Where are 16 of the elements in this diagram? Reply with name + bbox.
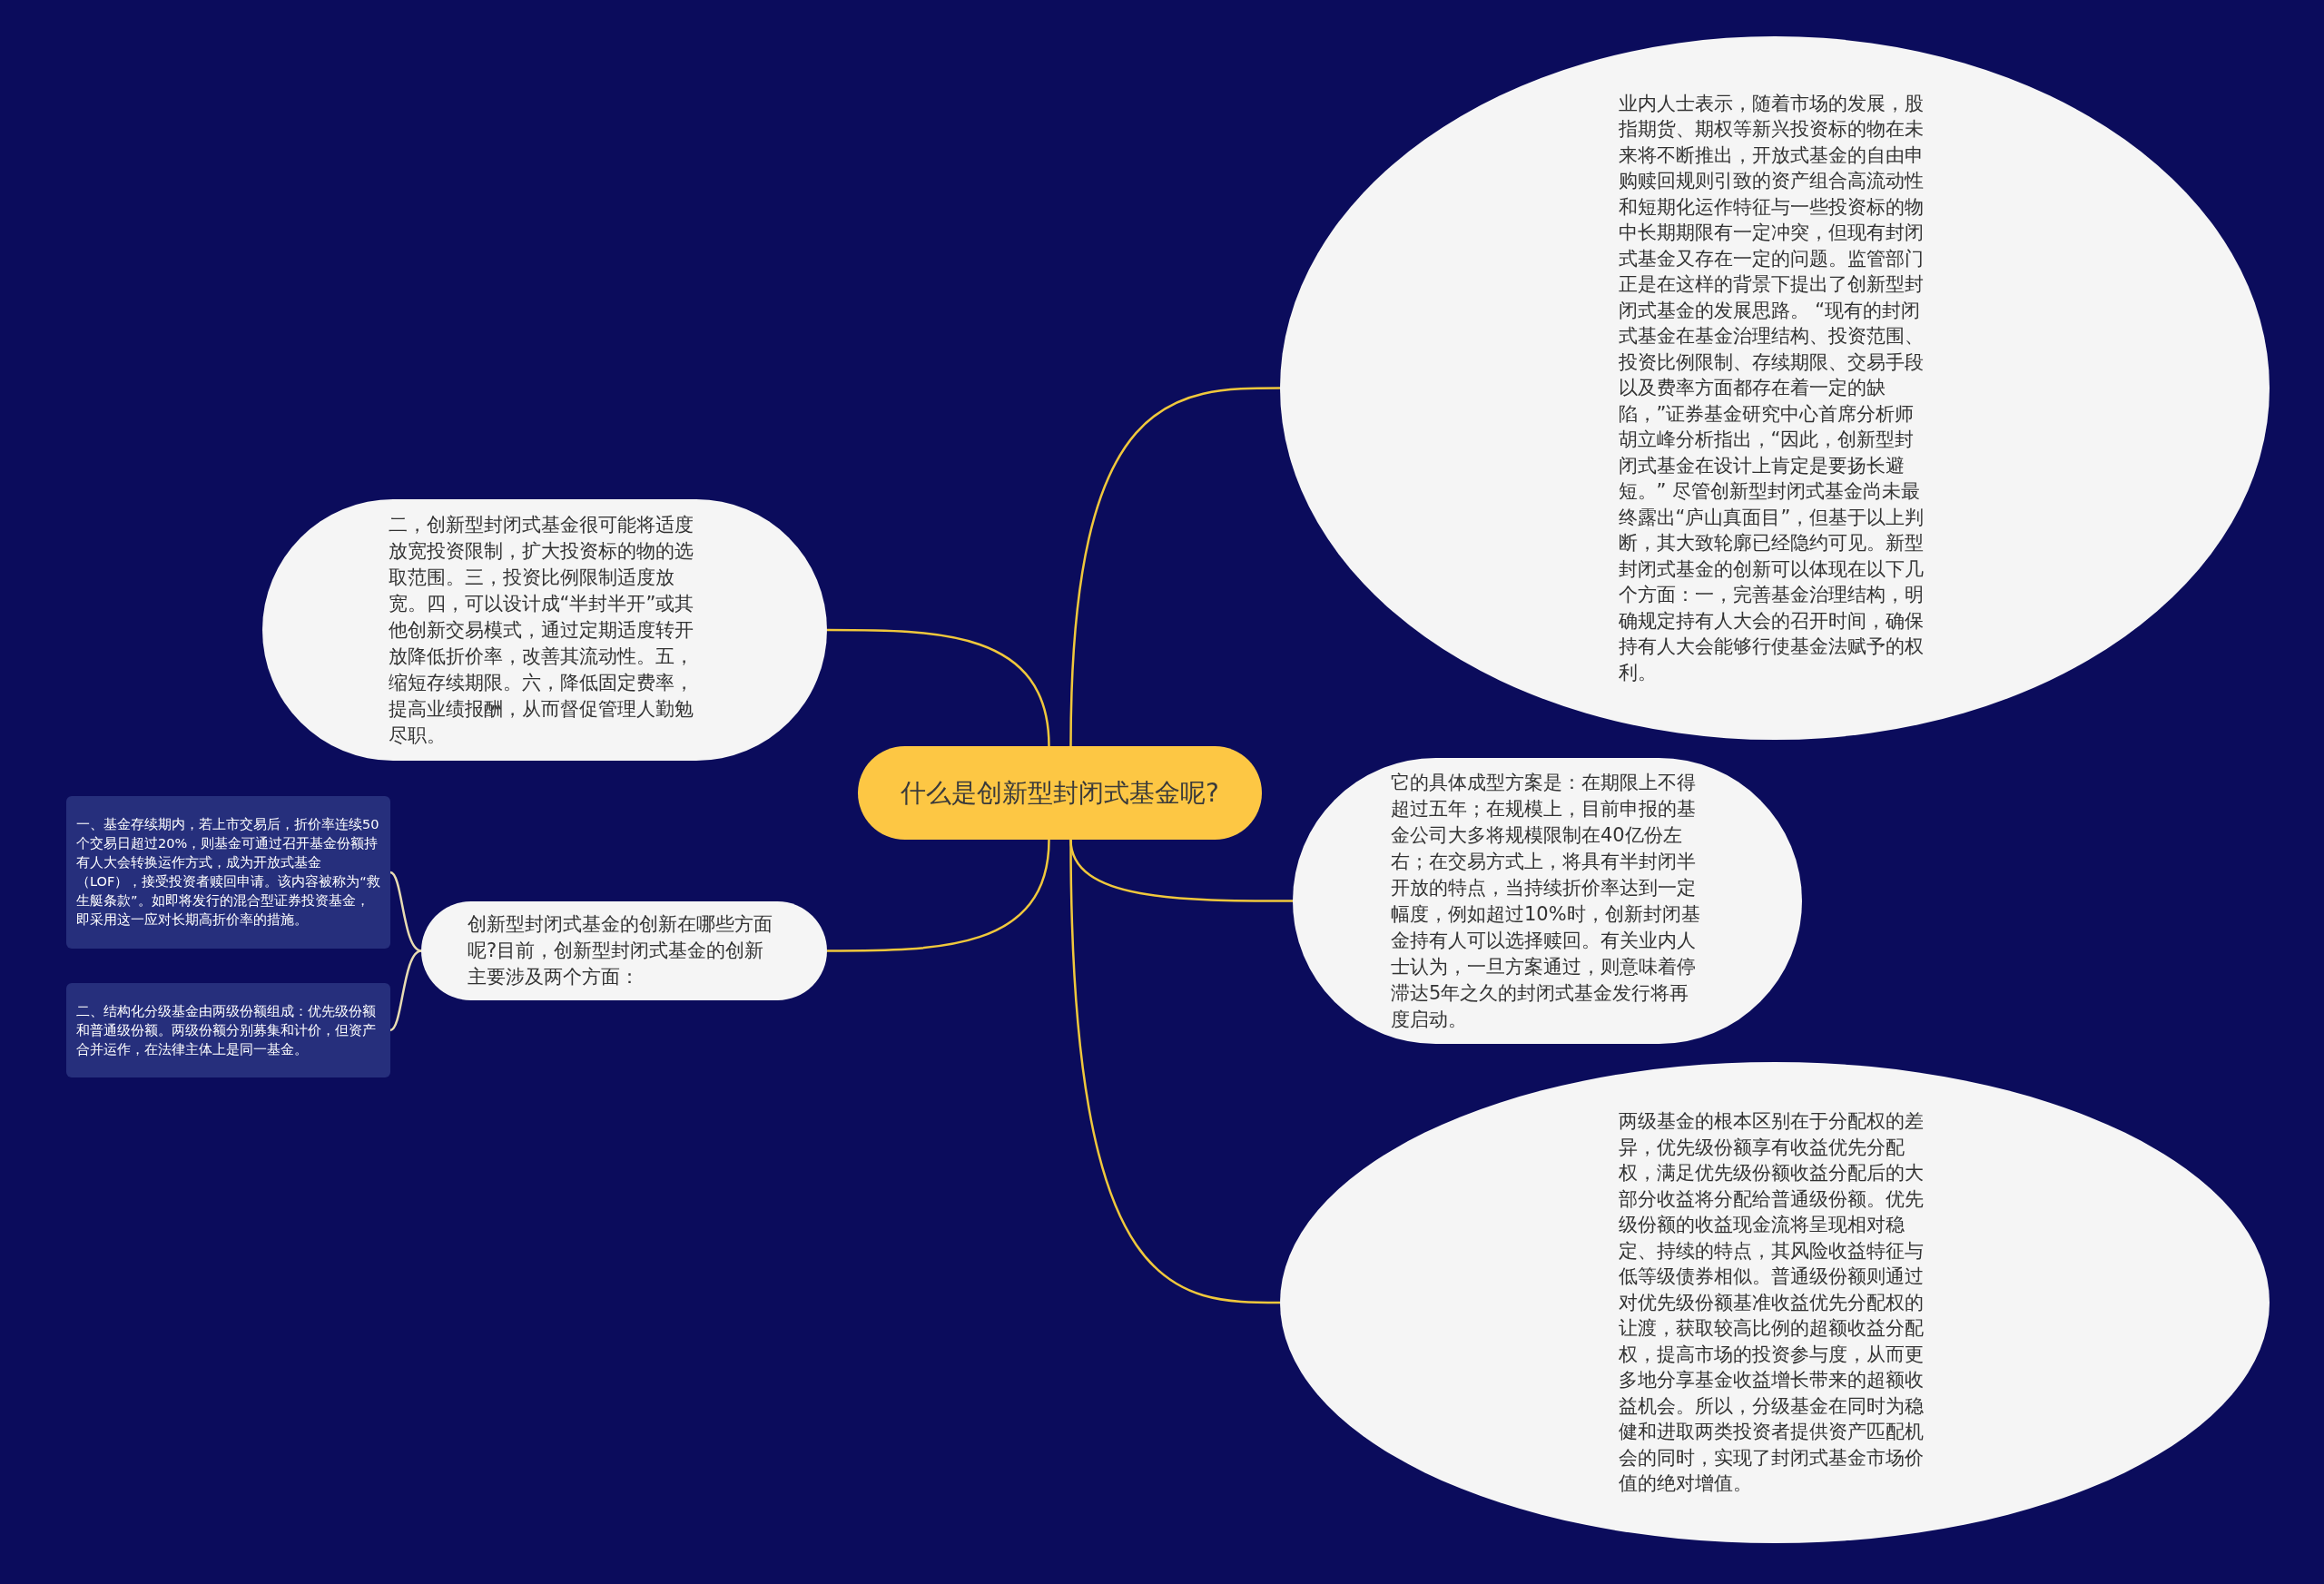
node-text: 二，创新型封闭式基金很可能将适度放宽投资限制，扩大投资标的物的选取范围。三，投资比例限制适度放宽。四，可以设计成“半封半开”或其他创新交易模式，通过定期适度转开放降低折价率，改善其流动性。五，缩短存续期限。六，降低固定费率，提高业绩报酬，从而督促管理人勤勉尽职。: [388, 512, 695, 748]
node-text: 两级基金的根本区别在于分配权的差异，优先级份额享有收益优先分配权，满足优先级份额收益分配后的大部分收益将分配给普通级份额。优先级份额的收益现金流将呈现相对稳定、持续的特点，其风险收益特征与低等级债券相似。普通级份额则通过对优先级份额基准收益优先分配权的让渡，获取较高比例的超额收益分配权，提高市场的投资参与度，从而更多地分享基金收益增长带来的超额收益机会。所以，分级基金在同时为稳健和进取两类投资者提供资产匹配机会的同时，实现了封闭式基金市场价值的绝对增值。: [1618, 1109, 1925, 1497]
detail-card: [66, 983, 390, 1077]
detail-card: [66, 796, 390, 949]
connector-line: [1069, 839, 1280, 1304]
connector-line: [827, 839, 1050, 952]
connector-line: [1069, 387, 1280, 747]
node-text: 一、基金存续期内，若上市交易后，折价率连续50个交易日超过20%，则基金可通过召开基金份额持有人大会转换运作方式，成为开放式基金（LOF），接受投资者赎回申请。该内容被称为“救生艇条款”。如即将发行的混合型证券投资基金，即采用这一应对长期高折价率的措施。: [76, 816, 380, 929]
node-text: 创新型封闭式基金的创新在哪些方面呢?目前，创新型封闭式基金的创新主要涉及两个方面：: [468, 912, 773, 989]
node-text: 业内人士表示，随着市场的发展，股指期货、期权等新兴投资标的物在未来将不断推出，开放式基金的自由申购赎回规则引致的资产组合高流动性和短期化运作特征与一些投资标的物中长期期限有一定冲突，但现有封闭式基金又存在一定的问题。监管部门正是在这样的背景下提出了创新型封闭式基金的发展思路。 “现有的封闭式基金在基金治理结构、投资范围、投资比例限制、存续期限、交易手段以及费率方面都存在着一定的缺陷，”证券基金研究中心首席分析师胡立峰分析指出，“因此，创新型封闭式基金在设计上肯定是要扬长避短。” 尽管创新型封闭式基金尚未最终露出“庐山真面目”，但基于以上判断，其大致轮廓已经隐约可见。新型封闭式基金的创新可以体现在以下几个方面：一，完善基金治理结构，明确规定持有人大会的召开时间，确保持有人大会能够行使基金法赋予的权利。: [1618, 91, 1925, 685]
connector-line: [389, 871, 422, 952]
node-text: 什么是创新型封闭式基金呢?: [900, 776, 1220, 810]
node-text: 二、结构化分级基金由两级份额组成：优先级份额和普通级份额。两级份额分别募集和计价，但资产合并运作，在法律主体上是同一基金。: [76, 1002, 377, 1058]
node-text: 它的具体成型方案是：在期限上不得超过五年；在规模上，目前申报的基金公司大多将规模限制在40亿份左右；在交易方式上，将具有半封闭半开放的特点，当持续折价率达到一定幅度，例如超过10%时，创新封闭基金持有人可以选择赎回。有关业内人士认为，一旦方案通过，则意味着停滞达5年之久的封闭式基金发行将再度启动。: [1391, 770, 1701, 1032]
connector-line: [389, 949, 422, 1032]
connector-line: [827, 628, 1050, 747]
